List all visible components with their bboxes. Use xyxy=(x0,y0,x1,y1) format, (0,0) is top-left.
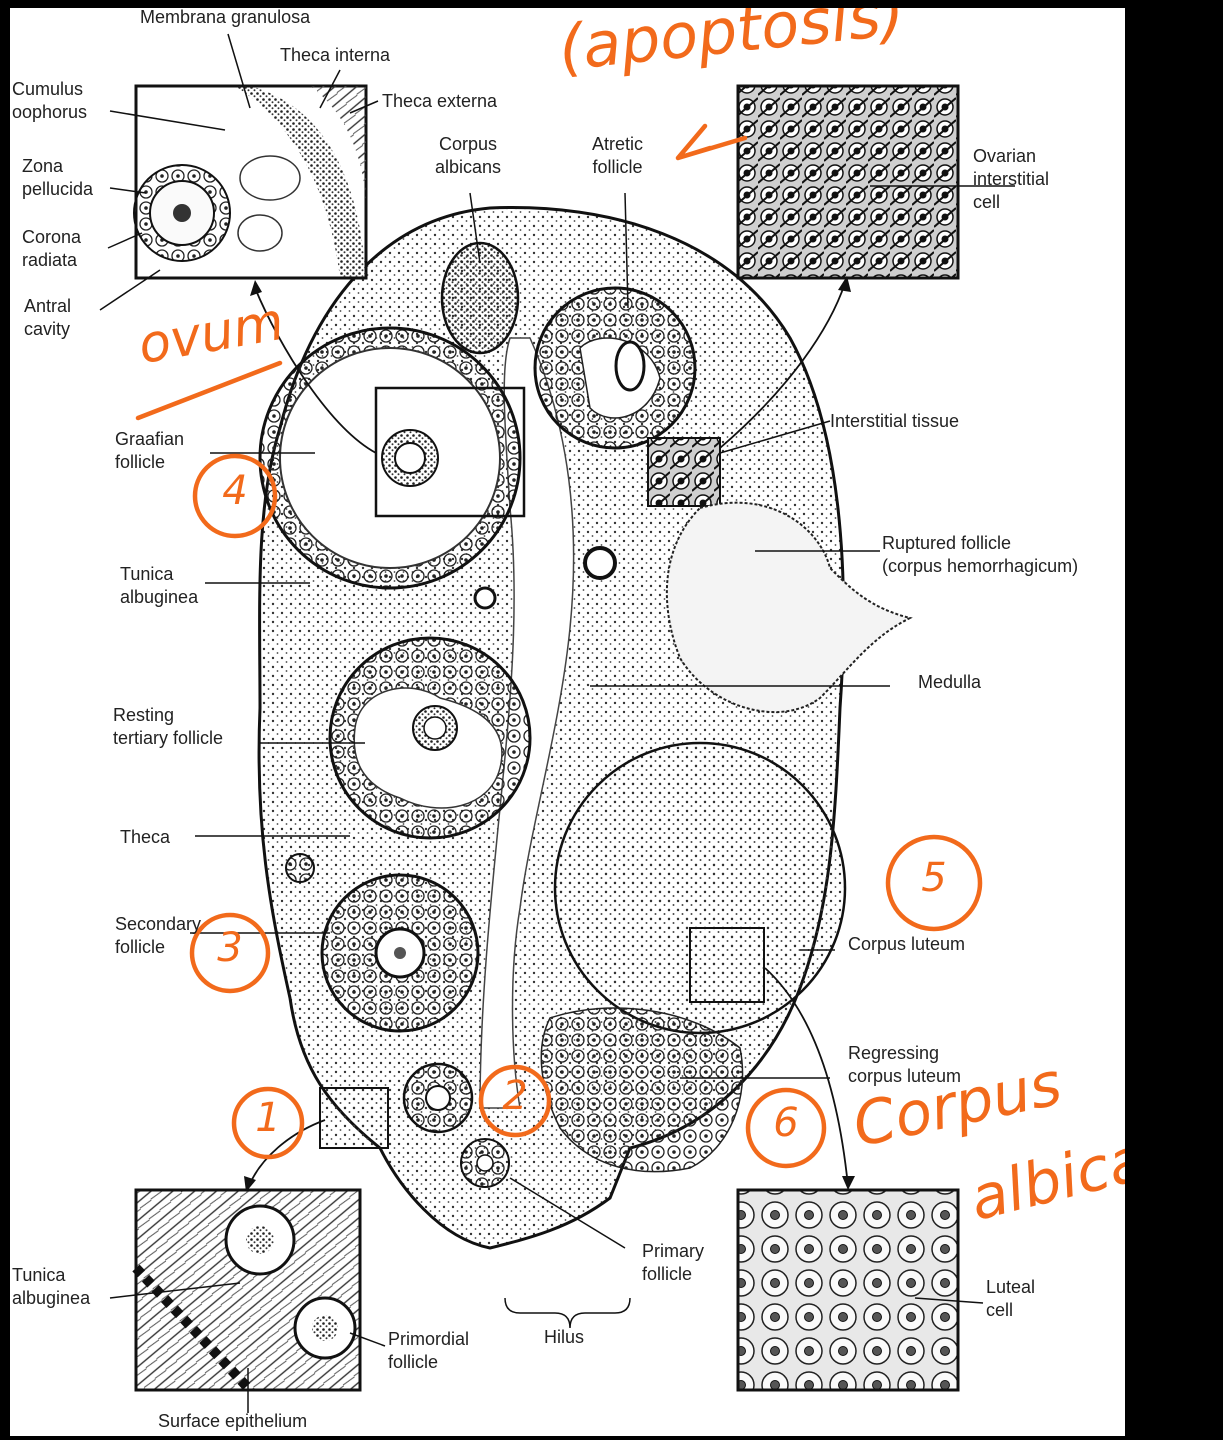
label-surface-epithelium: Surface epithelium xyxy=(158,1410,307,1433)
annotation-number-6: 6 xyxy=(766,1100,806,1146)
annotation-number-4: 4 xyxy=(215,468,255,514)
figure-sheet: Membrana granulosa Theca interna Theca e… xyxy=(10,8,1125,1436)
label-tunica-albuginea-top: Tunica albuginea xyxy=(120,563,198,609)
label-primordial-follicle: Primordial follicle xyxy=(388,1328,469,1374)
label-secondary-follicle: Secondary follicle xyxy=(115,913,201,959)
label-zona-pellucida: Zona pellucida xyxy=(22,155,93,201)
primordial-box xyxy=(320,1088,388,1148)
apoptosis-arrow xyxy=(678,126,745,158)
annotation-number-2: 2 xyxy=(495,1073,535,1119)
interstitial-box xyxy=(648,438,720,506)
label-corona-radiata: Corona radiata xyxy=(22,226,81,272)
label-membrana-granulosa: Membrana granulosa xyxy=(140,8,310,29)
annotation-number-3: 3 xyxy=(210,925,250,971)
label-corpus-albicans: Corpus albicans xyxy=(435,133,501,179)
inset-interstitial-cells xyxy=(738,86,958,278)
label-ruptured-follicle: Ruptured follicle (corpus hemorrhagicum) xyxy=(882,532,1078,578)
label-antral-cavity: Antral cavity xyxy=(24,295,71,341)
inset-luteal-cells xyxy=(738,1190,958,1390)
label-ovarian-interstitial-cell: Ovarian interstitial cell xyxy=(973,145,1049,214)
label-medulla: Medulla xyxy=(918,671,981,694)
label-tunica-albuginea-bottom: Tunica albuginea xyxy=(12,1264,90,1310)
label-resting-tertiary-follicle: Resting tertiary follicle xyxy=(113,704,223,750)
label-luteal-cell: Luteal cell xyxy=(986,1276,1035,1322)
annotation-number-1: 1 xyxy=(248,1095,288,1141)
label-theca-interna: Theca interna xyxy=(280,44,390,67)
label-interstitial-tissue: Interstitial tissue xyxy=(830,410,959,433)
label-theca-externa: Theca externa xyxy=(382,90,497,113)
label-corpus-luteum: Corpus luteum xyxy=(848,933,965,956)
corpus-luteum-shape xyxy=(555,743,845,1033)
label-hilus: Hilus xyxy=(544,1326,584,1349)
label-atretic-follicle: Atretic follicle xyxy=(592,133,643,179)
label-primary-follicle: Primary follicle xyxy=(642,1240,704,1286)
label-graafian-follicle: Graafian follicle xyxy=(115,428,184,474)
label-theca: Theca xyxy=(120,826,170,849)
annotation-number-5: 5 xyxy=(914,855,954,901)
label-cumulus-oophorus: Cumulus oophorus xyxy=(12,78,87,124)
ruptured-follicle-shape xyxy=(667,503,910,712)
